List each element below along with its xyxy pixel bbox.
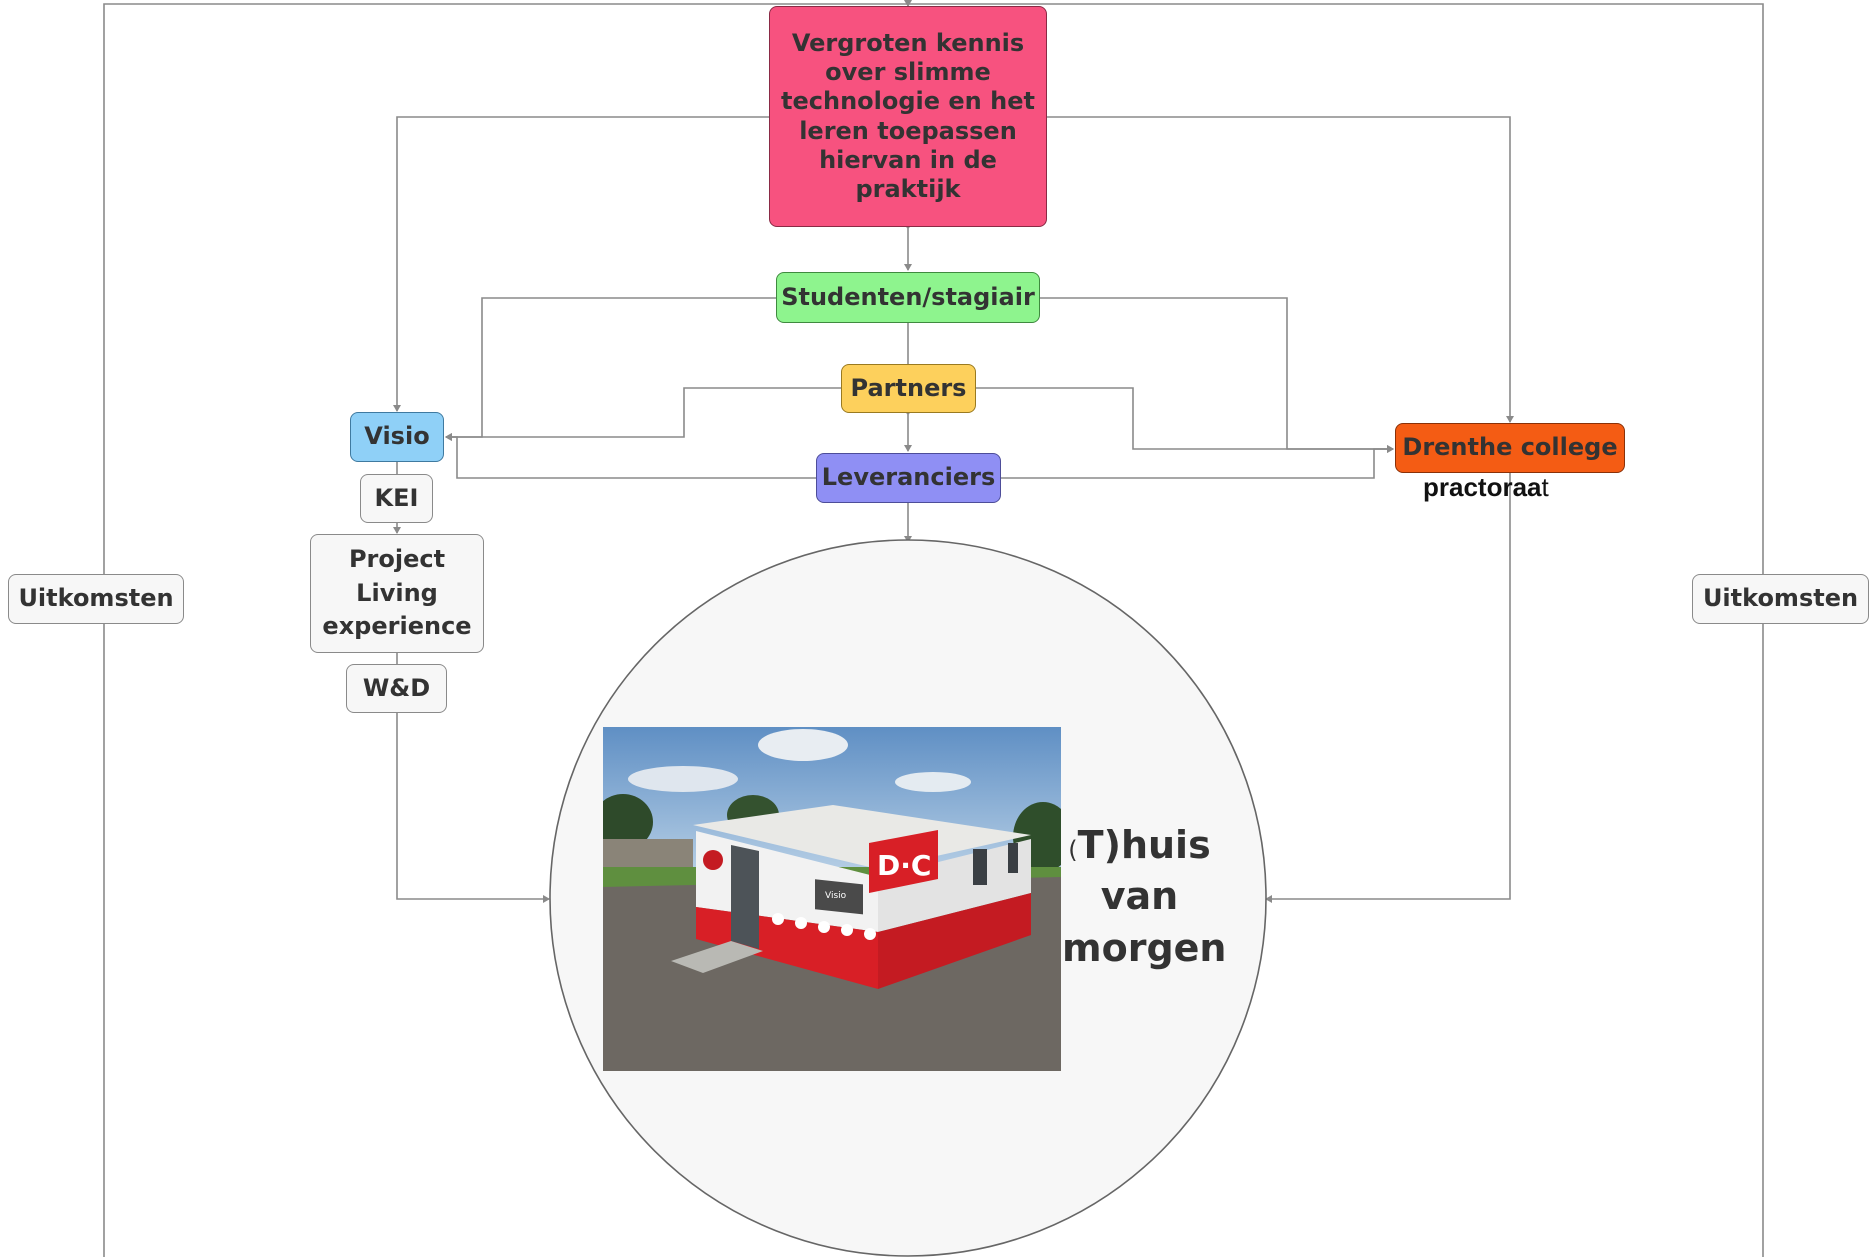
goal-line: leren toepassen [799, 116, 1017, 145]
outer-frame-line [103, 3, 1764, 1257]
visio-sign [815, 879, 863, 915]
students-box[interactable]: Studenten/stagiair [776, 272, 1040, 323]
photo-illustration: D·C Visio [603, 727, 1061, 1071]
practoraat-main: practoraa [1423, 472, 1542, 502]
thuis-word: T)huis [1077, 823, 1211, 867]
dots-row [772, 913, 876, 940]
visio-sign-text: Visio [825, 891, 847, 901]
practoraat-end: t [1541, 472, 1549, 502]
side-window [973, 849, 987, 885]
leveranciers-label: Leveranciers [821, 463, 996, 492]
goal-line: technologie en het [781, 87, 1035, 116]
trees [603, 794, 653, 850]
drenthe-college-box[interactable]: Drenthe college [1395, 423, 1625, 473]
goal-line: praktijk [855, 175, 961, 204]
thuis-paren: ( [1068, 836, 1078, 864]
thuis-line-1: (T)huis [1062, 820, 1217, 871]
visio-box[interactable]: Visio [350, 412, 444, 462]
students-label: Studenten/stagiair [781, 282, 1035, 311]
kei-box[interactable]: KEI [360, 474, 433, 523]
project-text: Project Living experience [322, 543, 471, 644]
project-living-experience-box[interactable]: Project Living experience [310, 534, 484, 653]
uitkomsten-left-label: Uitkomsten [18, 584, 174, 613]
cloud [628, 766, 738, 792]
visio-label: Visio [364, 422, 430, 451]
leveranciers-to-drenthe-line [1001, 445, 1394, 479]
uitkomsten-right-label: Uitkomsten [1702, 584, 1859, 613]
building-side-white [878, 839, 1031, 932]
goal-to-visio-line [393, 116, 769, 412]
cloud [895, 772, 971, 792]
building-door [731, 845, 759, 949]
background-shed [603, 839, 693, 871]
students-to-visio-line [445, 297, 776, 441]
building-roof [693, 805, 1031, 869]
partners-to-drenthe-line [976, 387, 1394, 453]
side-window [1008, 843, 1018, 873]
uitkomsten-right-box[interactable]: Uitkomsten [1692, 574, 1869, 624]
access-ramp [671, 941, 763, 973]
partners-box[interactable]: Partners [841, 364, 976, 413]
drenthe-to-circle-line [1265, 473, 1511, 903]
wd-label: W&D [362, 673, 431, 702]
leveranciers-to-visio-line [445, 433, 816, 479]
thuis-van-morgen-photo: D·C Visio [603, 727, 1061, 1071]
students-to-drenthe-line [1040, 297, 1394, 453]
kei-label: KEI [374, 483, 419, 512]
cloud [758, 729, 848, 761]
leveranciers-box[interactable]: Leveranciers [816, 453, 1001, 503]
dc-logo-panel [869, 830, 938, 893]
project-line: Project [348, 545, 446, 574]
wd-to-circle-line [396, 713, 550, 903]
goal-line: hiervan in de [819, 145, 997, 174]
thuis-line-3: morgen [1062, 925, 1227, 970]
thuis-line-2: van [1100, 874, 1179, 919]
goal-box[interactable]: Vergroten kennis over slimme technologie… [769, 6, 1047, 227]
dc-logo-text: D·C [877, 849, 931, 882]
partners-to-visio-line [445, 387, 841, 441]
uitkomsten-left-box[interactable]: Uitkomsten [8, 574, 184, 624]
project-line: Living [356, 578, 438, 607]
partners-label: Partners [850, 373, 967, 402]
goal-text: Vergroten kennis over slimme technologie… [781, 29, 1035, 205]
building-side-red [878, 893, 1031, 989]
thuis-van-morgen-title: (T)huis van morgen [1062, 820, 1227, 974]
wd-box[interactable]: W&D [346, 664, 447, 713]
project-line: experience [322, 612, 472, 641]
practoraat-label: practoraat [1423, 472, 1549, 503]
small-red-logo [703, 850, 723, 870]
goal-line: over slimme [825, 57, 991, 86]
goal-to-drenthe-line [1047, 116, 1514, 423]
goal-line: Vergroten kennis [791, 28, 1025, 57]
drenthe-label: Drenthe college [1402, 433, 1618, 462]
